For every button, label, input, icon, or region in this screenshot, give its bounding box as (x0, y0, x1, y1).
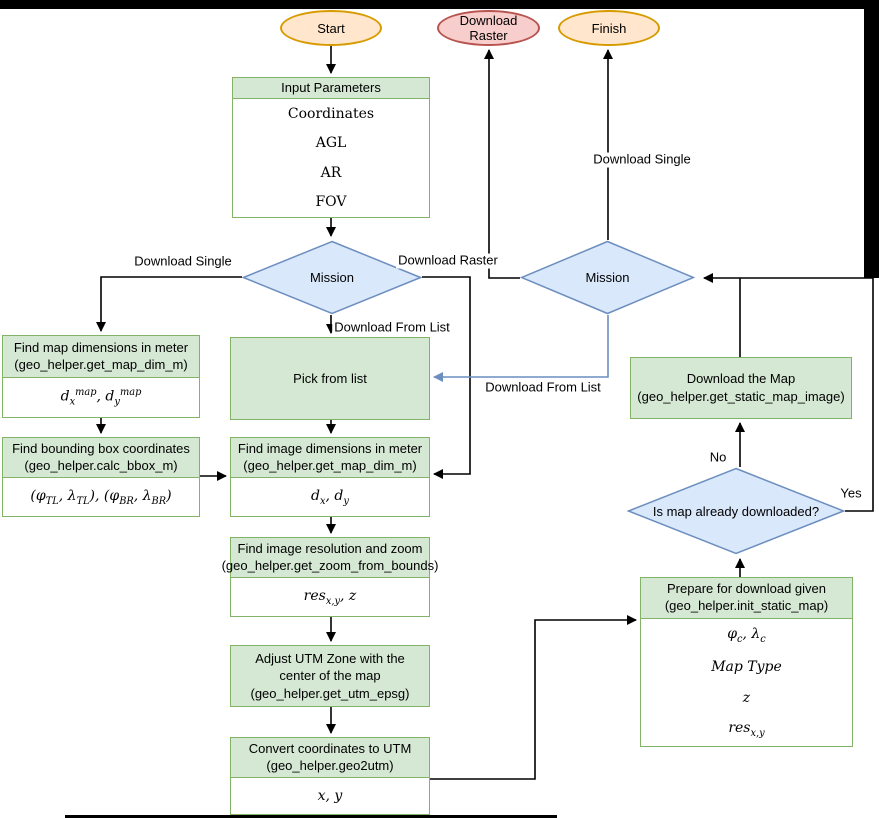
find-resolution-header: Find image resolution and zoom (geo_help… (222, 538, 438, 578)
param-ar: AR (320, 164, 342, 181)
param-fov: FOV (315, 194, 347, 211)
edge-label-download-from-list-left: Download From List (332, 319, 452, 336)
prepare-download-box: Prepare for download given (geo_helper.i… (640, 577, 853, 747)
param-agl: AGL (315, 135, 347, 152)
find-map-dims-box: Find map dimensions in meter (geo_helper… (2, 335, 200, 418)
edge-download-from-list-blue (433, 315, 609, 382)
param-coordinates: Coordinates (287, 105, 375, 122)
find-bbox-output: (φTL, λTL), (φBR, λBR) (30, 487, 172, 507)
prepare-output-res: resx,y (728, 720, 765, 739)
edge-label-download-from-list-blue: Download From List (483, 379, 603, 396)
top-letterbox-bar (0, 0, 879, 9)
convert-utm-header: Convert coordinates to UTM (geo_helper.g… (231, 738, 429, 778)
find-bbox-title: Find bounding box coordinates (12, 440, 190, 456)
convert-utm-title: Convert coordinates to UTM (248, 740, 412, 756)
find-bbox-box: Find bounding box coordinates (geo_helpe… (2, 437, 200, 517)
find-image-dims-output: dx, dy (311, 487, 349, 507)
find-image-dims-box: Find image dimensions in meter (geo_help… (230, 437, 430, 517)
adjust-utm-title: Adjust UTM Zone with the center of the m… (255, 650, 405, 684)
find-image-dims-title: Find image dimensions in meter (237, 440, 423, 456)
prepare-download-func: (geo_helper.init_static_map) (664, 598, 829, 613)
find-map-dims-header: Find map dimensions in meter (geo_helper… (3, 336, 199, 378)
find-resolution-body: resx,y, z (231, 578, 429, 616)
edge-convert-to-prepare (430, 615, 637, 780)
download-raster-terminal: Download Raster (437, 10, 540, 46)
edge-label-yes: Yes (838, 485, 864, 502)
pick-from-list-label: Pick from list (293, 370, 367, 386)
download-map-title: Download the Map (686, 371, 796, 387)
input-parameters-body: Coordinates AGL AR FOV (233, 99, 429, 217)
edge-label-download-single-left: Download Single (132, 253, 234, 270)
edge-mission-to-raster-ellipse (484, 49, 520, 279)
edge-label-download-single-right: Download Single (591, 151, 693, 168)
adjust-utm-box: Adjust UTM Zone with the center of the m… (230, 645, 430, 707)
find-resolution-output: resx,y, z (303, 587, 357, 607)
edge-label-no: No (707, 449, 729, 466)
start-label: Start (317, 20, 345, 36)
find-resolution-func: (geo_helper.get_zoom_from_bounds) (221, 557, 439, 573)
bottom-letterbox-bar (65, 815, 557, 818)
prepare-output-center: φc, λc (727, 626, 766, 645)
find-image-dims-body: dx, dy (231, 478, 429, 516)
find-resolution-box: Find image resolution and zoom (geo_help… (222, 537, 438, 617)
find-bbox-func: (geo_helper.calc_bbox_m) (24, 457, 178, 473)
find-map-dims-func: (geo_helper.get_map_dim_m) (14, 356, 188, 372)
find-map-dims-body: dxmap, dymap (3, 378, 199, 417)
convert-utm-output: x, y (317, 788, 343, 804)
download-raster-label: Download Raster (459, 13, 518, 43)
find-bbox-header: Find bounding box coordinates (geo_helpe… (3, 438, 199, 478)
prepare-download-title: Prepare for download given (667, 581, 826, 597)
edge-yes-path (845, 278, 874, 512)
map-downloaded-label: Is map already downloaded? (652, 503, 820, 519)
find-image-dims-func: (geo_helper.get_map_dim_m) (243, 457, 417, 473)
find-resolution-title: Find image resolution and zoom (237, 540, 423, 556)
find-image-dims-header: Find image dimensions in meter (geo_help… (231, 438, 429, 478)
edge-download-raster-left (422, 276, 471, 479)
edge-download-single-left (96, 276, 242, 332)
find-bbox-body: (φTL, λTL), (φBR, λBR) (3, 478, 199, 516)
adjust-utm-func: (geo_helper.get_utm_epsg) (250, 685, 410, 701)
right-letterbox-bar (864, 0, 879, 278)
prepare-download-header: Prepare for download given (geo_helper.i… (641, 578, 852, 619)
edge-label-download-raster: Download Raster (396, 252, 500, 269)
start-terminal: Start (280, 10, 382, 46)
prepare-output-zoom: z (742, 689, 751, 706)
download-map-box: Download the Map (geo_helper.get_static_… (630, 357, 852, 419)
prepare-output-maptype: Map Type (711, 659, 782, 676)
find-map-dims-title: Find map dimensions in meter (13, 339, 189, 355)
convert-utm-box: Convert coordinates to UTM (geo_helper.g… (230, 737, 430, 815)
convert-utm-body: x, y (231, 778, 429, 814)
mission-right-label: Mission (585, 270, 630, 285)
mission-decision-right: Mission (520, 240, 695, 315)
finish-terminal: Finish (558, 10, 660, 46)
input-parameters-title: Input Parameters (281, 79, 381, 95)
finish-label: Finish (591, 20, 627, 36)
prepare-download-body: φc, λc Map Type z resx,y (641, 619, 852, 746)
map-downloaded-decision: Is map already downloaded? (627, 467, 845, 555)
mission-left-label: Mission (309, 270, 355, 285)
input-parameters-box: Input Parameters Coordinates AGL AR FOV (232, 77, 430, 218)
mission-decision-left: Mission (242, 240, 422, 315)
convert-utm-func: (geo_helper.geo2utm) (266, 757, 394, 773)
input-parameters-header: Input Parameters (233, 78, 429, 99)
pick-from-list-box: Pick from list (230, 337, 430, 420)
find-map-dims-output: dxmap, dymap (60, 387, 142, 408)
download-map-func: (geo_helper.get_static_map_image) (637, 389, 845, 404)
